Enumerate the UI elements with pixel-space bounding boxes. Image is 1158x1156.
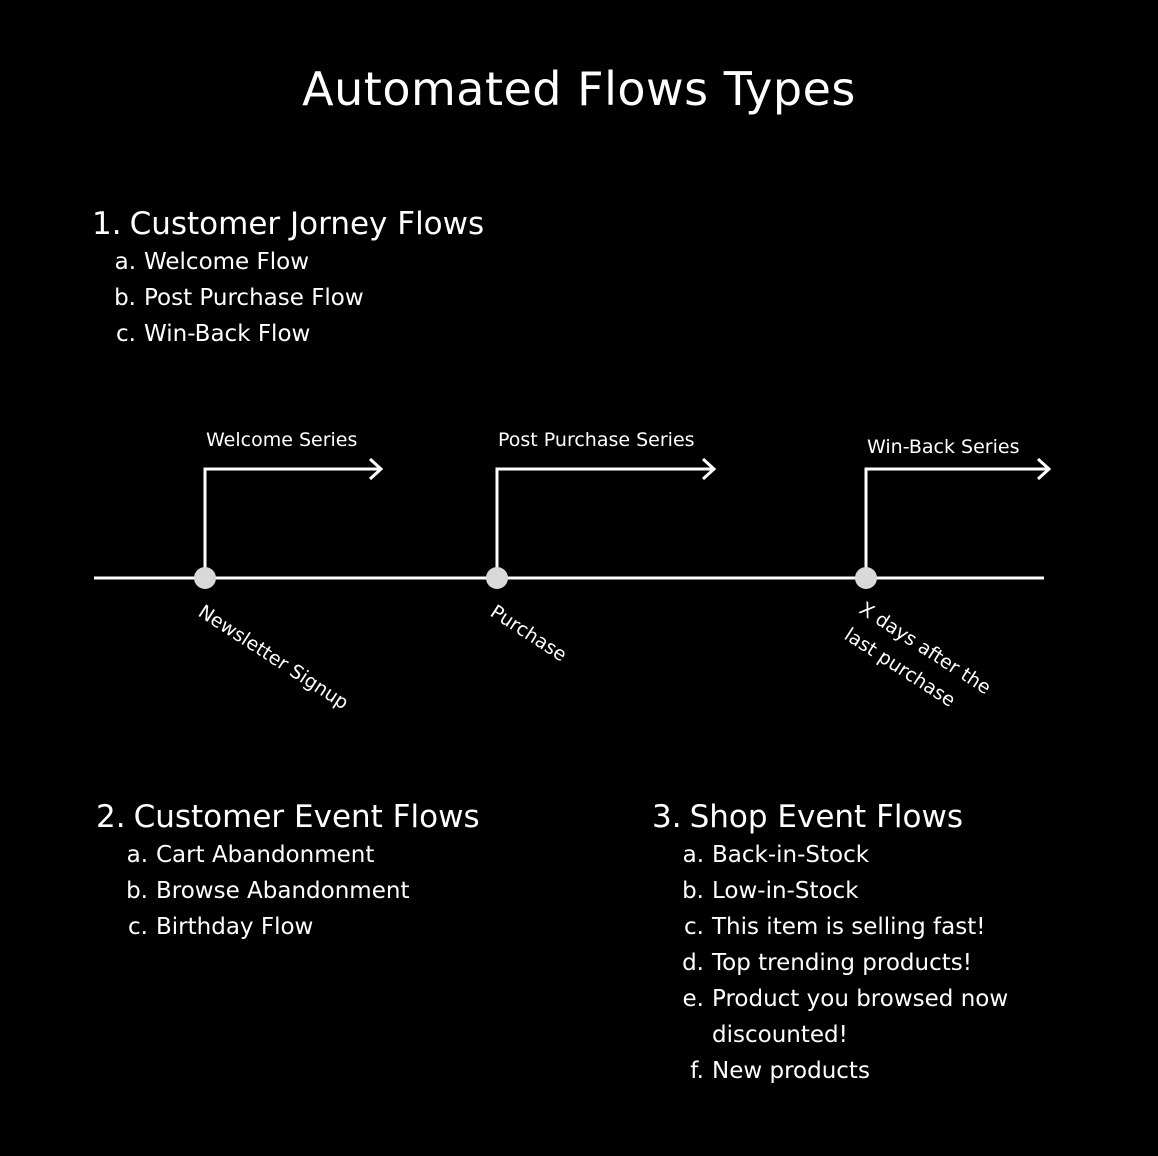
list-marker: b. bbox=[114, 285, 136, 311]
list-item: a. Welcome Flow bbox=[106, 244, 484, 280]
flow-list: a. Welcome Flow b. Post Purchase Flow c. Wi… bbox=[106, 244, 484, 352]
list-item-label: Back-in-Stock bbox=[712, 842, 870, 868]
list-marker: d. bbox=[682, 950, 704, 976]
list-item-label: Browse Abandonment bbox=[156, 878, 410, 904]
list-marker: e. bbox=[682, 986, 704, 1012]
list-item-label: This item is selling fast! bbox=[712, 914, 986, 940]
arrow-head-icon bbox=[701, 457, 717, 481]
arrow-head-icon bbox=[1036, 457, 1052, 481]
list-item: c. Win-Back Flow bbox=[106, 316, 484, 352]
list-item-label: Top trending products! bbox=[712, 950, 972, 976]
win-back-series-label: Win-Back Series bbox=[867, 436, 1019, 458]
list-item: f. New products bbox=[674, 1053, 1052, 1089]
timeline-node bbox=[855, 567, 877, 589]
flow-list: a.Cart Abandonment b.Browse Abandonment … bbox=[118, 837, 480, 945]
list-marker: a. bbox=[682, 842, 704, 868]
timeline-node bbox=[486, 567, 508, 589]
section-title: Customer Event Flows bbox=[133, 799, 480, 835]
customer-journey-flows-section: 1.Customer Jorney Flows a. Welcome Flow b… bbox=[92, 204, 484, 352]
win-back-series-connector bbox=[864, 467, 1048, 578]
timeline-event-welcome: Welcome Series Newsletter Signup bbox=[194, 429, 384, 714]
section-number: 1. bbox=[92, 206, 122, 242]
welcome-series-label: Welcome Series bbox=[206, 429, 357, 451]
list-marker: c. bbox=[116, 321, 136, 347]
section-heading: 3.Shop Event Flows bbox=[652, 797, 1052, 837]
welcome-series-connector bbox=[203, 467, 380, 578]
timeline-event-purchase: Post Purchase Series Purchase bbox=[486, 429, 717, 666]
purchase-label: Purchase bbox=[486, 601, 570, 666]
list-item-label: Cart Abandonment bbox=[156, 842, 375, 868]
list-item: c. This item is selling fast! bbox=[674, 909, 1052, 945]
timeline-event-win-back: Win-Back Series X days after the last pu… bbox=[840, 436, 1052, 712]
list-marker: a. bbox=[114, 249, 136, 275]
timeline-node bbox=[194, 567, 216, 589]
list-item: b. Low-in-Stock bbox=[674, 873, 1052, 909]
section-heading: 2.Customer Event Flows bbox=[96, 797, 480, 837]
section-title: Shop Event Flows bbox=[689, 799, 963, 835]
list-marker: b. bbox=[126, 878, 148, 904]
section-number: 3. bbox=[652, 799, 682, 835]
list-item: d. Top trending products! bbox=[674, 945, 1052, 981]
list-item-label: Low-in-Stock bbox=[712, 878, 859, 904]
list-marker: a. bbox=[126, 842, 148, 868]
post-purchase-series-label: Post Purchase Series bbox=[498, 429, 695, 451]
list-marker: b. bbox=[682, 878, 704, 904]
list-item: e. Product you browsed now discounted! bbox=[674, 981, 1052, 1053]
section-number: 2. bbox=[96, 799, 126, 835]
list-item: b. Browse Abandonment bbox=[118, 873, 480, 909]
list-marker: c. bbox=[128, 914, 148, 940]
list-item: a. Cart Abandonment bbox=[118, 837, 480, 873]
page-title: Automated Flows Types bbox=[302, 62, 856, 116]
flow-list: a. Back-in-Stock b. Low-in-Stock c. This it… bbox=[674, 837, 1052, 1089]
list-item-label: Product you browsed now discounted! bbox=[712, 986, 1009, 1048]
list-item-label: New products bbox=[712, 1058, 870, 1084]
list-item: c. Birthday Flow bbox=[118, 909, 480, 945]
list-item-label: Welcome Flow bbox=[144, 249, 310, 275]
list-marker: c. bbox=[684, 914, 704, 940]
section-title: Customer Jorney Flows bbox=[129, 206, 485, 242]
list-item: a. Back-in-Stock bbox=[674, 837, 1052, 873]
arrow-head-icon bbox=[368, 457, 384, 481]
list-item-label: Post Purchase Flow bbox=[144, 285, 364, 311]
list-item-label: Birthday Flow bbox=[156, 914, 314, 940]
list-item: b. Post Purchase Flow bbox=[106, 280, 484, 316]
list-marker: f. bbox=[690, 1058, 704, 1084]
list-item-label: Win-Back Flow bbox=[144, 321, 311, 347]
newsletter-signup-label: Newsletter Signup bbox=[194, 601, 352, 714]
post-purchase-series-connector bbox=[495, 467, 713, 578]
shop-event-flows-section: 3.Shop Event Flows a. Back-in-Stock b. Low… bbox=[652, 797, 1052, 1089]
customer-event-flows-section: 2.Customer Event Flows a. Cart Abandonmen… bbox=[96, 797, 480, 945]
section-heading: 1.Customer Jorney Flows bbox=[92, 204, 484, 244]
